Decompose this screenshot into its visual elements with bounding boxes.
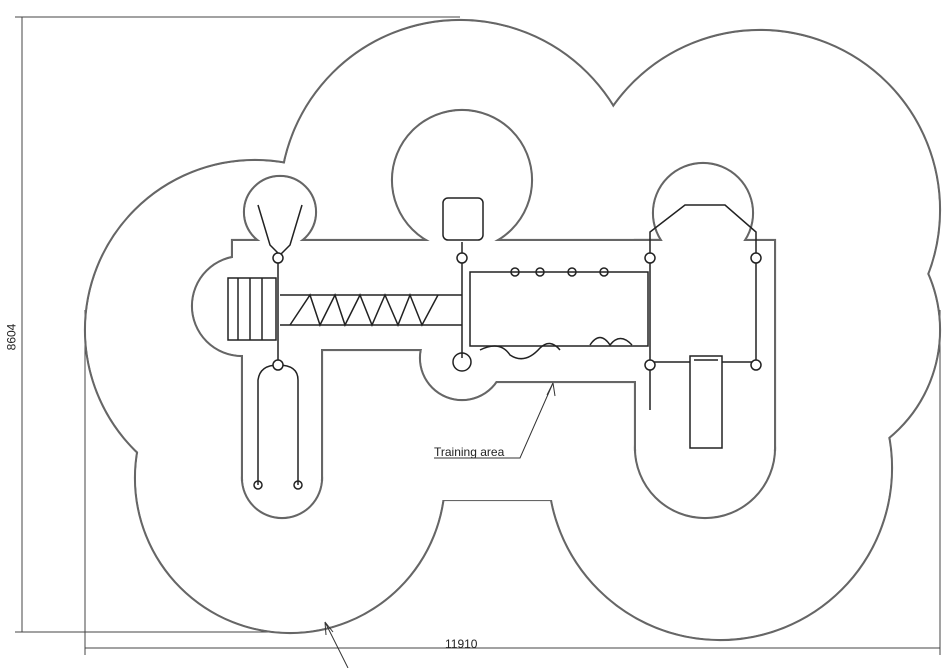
posts [272, 252, 762, 371]
width-dimension-label: 11910 [445, 637, 478, 651]
dimension-lines [15, 16, 941, 655]
zigzag-bridge [289, 292, 439, 327]
ladder-platform [227, 277, 277, 341]
post-base [452, 352, 472, 372]
inner-equipment-zone [190, 108, 777, 520]
training-area-label: Training area [434, 445, 505, 459]
wave-bars [479, 336, 633, 360]
panel-station [442, 197, 484, 241]
height-dimension-label: 8604 [4, 323, 19, 351]
monkey-bars-frame [469, 271, 649, 347]
bench [689, 355, 723, 449]
leader-lines [324, 382, 556, 668]
